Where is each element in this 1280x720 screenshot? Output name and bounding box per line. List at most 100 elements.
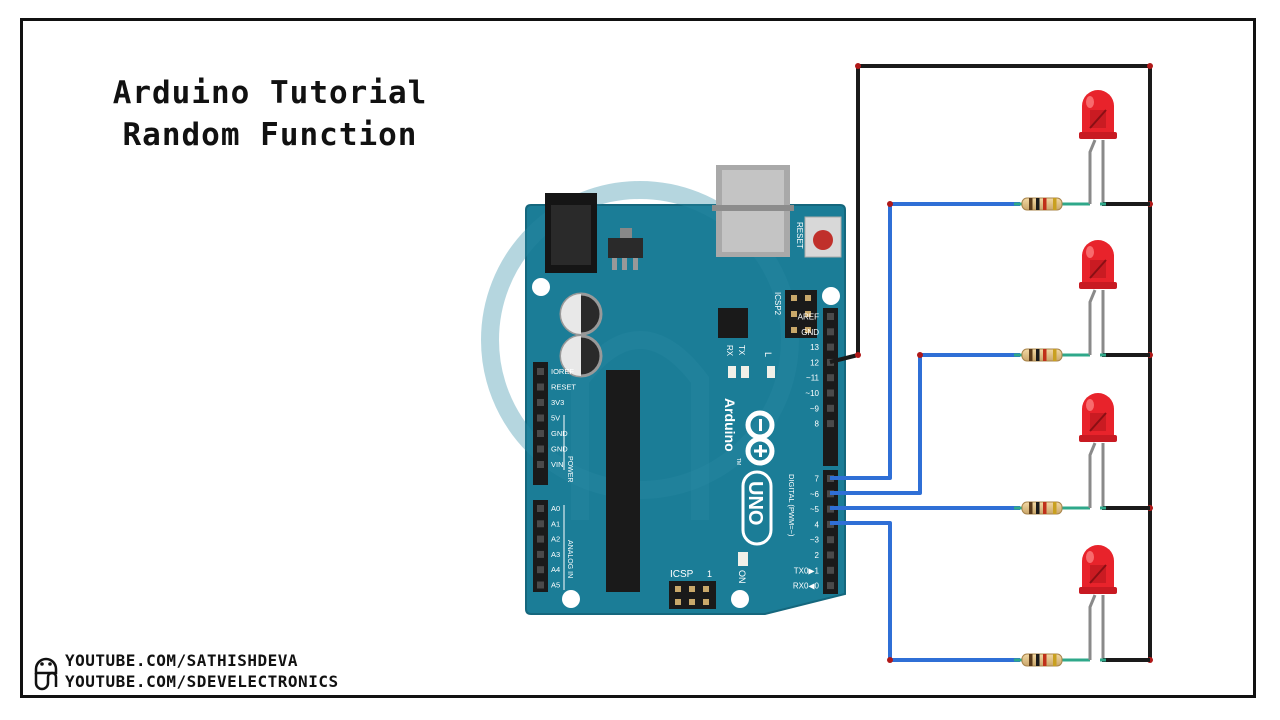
digital-pin-label: ~10 (805, 389, 819, 398)
digital-pin-hole (827, 404, 834, 412)
led-stage (1014, 393, 1150, 515)
analog-pin-hole (537, 505, 544, 512)
pin6-wire (830, 353, 1020, 495)
red-led (1079, 90, 1117, 139)
resistor (1021, 197, 1063, 211)
analog-pin-hole (537, 581, 544, 589)
red-led (1079, 545, 1117, 594)
reset-button[interactable] (804, 216, 842, 258)
power-label: POWER (566, 456, 573, 482)
power-pin-label: IOREF (551, 367, 574, 376)
analog-pin-label: A1 (551, 519, 560, 528)
power-pin-hole (537, 461, 544, 468)
mount-hole (822, 287, 840, 305)
on-led (738, 552, 748, 566)
credit-line-2[interactable]: YOUTUBE.COM/SDEVELECTRONICS (65, 672, 339, 691)
icsp-label: ICSP (670, 569, 694, 580)
analog-pin-label: A0 (551, 504, 560, 513)
digital-pin-label: 7 (815, 475, 820, 484)
power-pin-hole (537, 445, 544, 453)
power-pin-label: GND (551, 429, 568, 438)
title-line-2: Random Function (122, 117, 418, 153)
digital-pin-label: ~11 (806, 374, 820, 383)
digital-pin-hole (827, 343, 834, 351)
digital-pin-label: ~9 (810, 404, 820, 413)
digital-pin-label: 13 (810, 343, 819, 352)
digital-pin-label: 4 (815, 520, 820, 529)
digital-pin-hole (827, 313, 834, 320)
power-pin-hole (537, 430, 544, 437)
mount-hole (532, 278, 550, 296)
arduino-logo (745, 410, 775, 466)
digital-pin-label: RX0◀0 (793, 582, 820, 591)
pin7-wire (830, 202, 1020, 480)
digital-pin-label: ~5 (810, 505, 820, 514)
analog-pin-label: A5 (551, 581, 560, 590)
led-anode-leg (1088, 139, 1097, 204)
analog-label: ANALOG IN (566, 540, 573, 578)
led-stage (1014, 545, 1150, 667)
digital-pin-label: ~3 (810, 536, 820, 545)
icsp2-label: ICSP2 (773, 292, 782, 316)
rx-label: RX (725, 345, 734, 357)
on-label: ON (737, 570, 747, 584)
power-pin-hole (537, 383, 544, 391)
digital-pin-hole (827, 551, 834, 559)
analog-pin-hole (537, 535, 544, 543)
atmega-chip (606, 370, 640, 592)
digital-pin-hole (827, 374, 834, 382)
l-led (767, 366, 775, 378)
digital-pin-hole (827, 582, 834, 590)
pin4-wire (830, 521, 1020, 662)
power-header (533, 362, 548, 485)
led-anode-leg (1088, 442, 1097, 508)
icsp-pin1-label: 1 (707, 569, 712, 579)
power-pin-hole (537, 414, 544, 422)
led-anode-leg (1088, 594, 1097, 660)
digital-pin-label: AREF (798, 313, 819, 322)
voltage-regulator (608, 238, 643, 258)
digital-pin-label: ~6 (810, 490, 820, 499)
analog-pin-hole (537, 520, 544, 528)
brand-label: Arduino (722, 398, 738, 452)
digital-label: DIGITAL (PWM=~) (787, 474, 796, 537)
led-stage (1014, 240, 1150, 362)
model-label: UNO (744, 481, 766, 525)
analog-pin-label: A3 (551, 550, 560, 559)
red-led (1079, 240, 1117, 289)
reset-label: RESET (795, 222, 804, 249)
led-stage (1014, 90, 1150, 211)
mount-hole (562, 590, 580, 608)
resistor (1021, 501, 1063, 515)
red-led (1079, 393, 1117, 442)
page-title: Arduino Tutorial Random Function (70, 72, 470, 156)
digital-pin-hole (827, 389, 834, 397)
digital-pin-hole (827, 536, 834, 544)
icsp2-header (785, 290, 817, 338)
l-label: L (763, 352, 773, 357)
digital-pin-label: 2 (815, 551, 820, 560)
analog-pin-hole (537, 566, 544, 574)
title-line-1: Arduino Tutorial (112, 75, 428, 111)
analog-pin-label: A4 (551, 565, 560, 574)
rx-led (728, 366, 736, 378)
digital-pin-label: TX0▶1 (794, 566, 820, 575)
digital-pin-label: GND (801, 328, 819, 337)
mount-hole (731, 590, 749, 608)
uno-wordmark: UNO (741, 470, 773, 546)
digital-pin-label: 12 (810, 358, 819, 367)
power-pin-hole (537, 399, 544, 406)
digital-pin-hole (827, 420, 834, 428)
resistor (1021, 653, 1063, 667)
sd-logo-icon (34, 657, 58, 691)
power-pin-label: 5V (551, 414, 560, 423)
signal-wires (830, 202, 1020, 662)
power-pin-hole (537, 368, 544, 375)
led-anode-leg (1088, 289, 1097, 355)
resistor (1021, 348, 1063, 362)
analog-pin-hole (537, 550, 544, 558)
credit-line-1[interactable]: YOUTUBE.COM/SATHISHDEVA (65, 651, 299, 670)
usb-chip (718, 308, 748, 338)
digital-pin-hole (827, 566, 834, 574)
